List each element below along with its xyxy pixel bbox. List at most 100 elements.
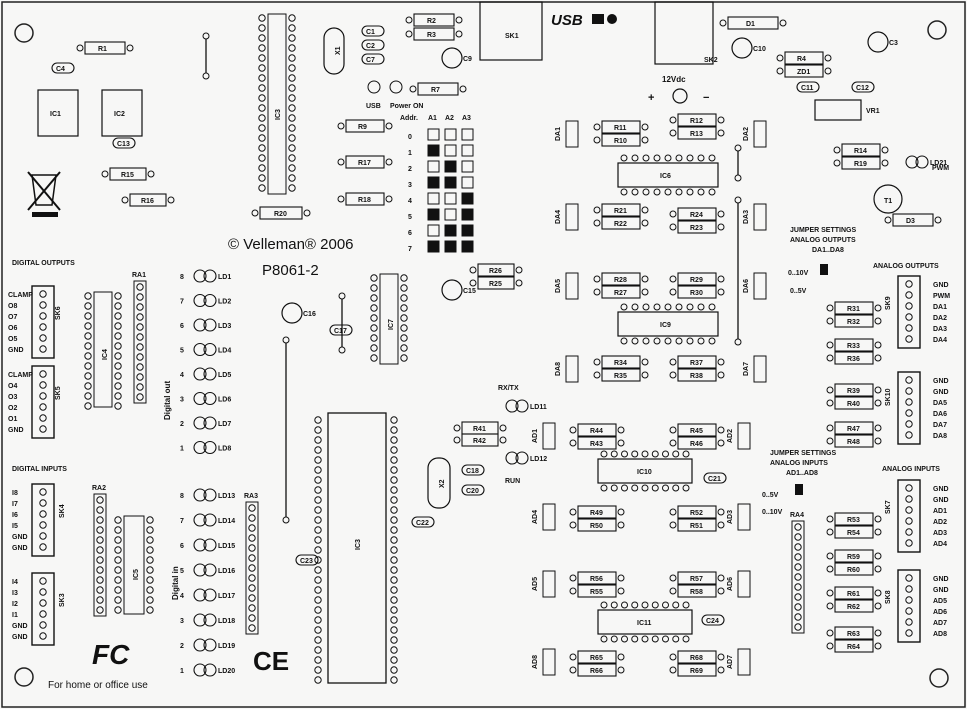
resistor: [834, 314, 874, 328]
resistor-label: R3: [427, 32, 436, 39]
ic-pin: [641, 484, 649, 492]
terminal-pin: [905, 398, 913, 406]
ic-pin: [631, 635, 639, 643]
solder-pad: [669, 574, 677, 582]
ic-pin: [370, 344, 378, 352]
terminal-label: I7: [12, 501, 18, 508]
resistor: [417, 82, 459, 96]
resistor-label: R9: [358, 124, 367, 131]
terminal-block: [31, 483, 55, 557]
resistor-label: R15: [121, 172, 134, 179]
resistor-label: R42: [473, 438, 486, 445]
solder-pad: [337, 158, 345, 166]
solder-pad: [833, 146, 841, 154]
led-label: LD21: [930, 160, 947, 167]
led: [203, 416, 217, 430]
resistor-label: R28: [614, 277, 627, 284]
ic-pin: [136, 353, 144, 361]
resistor: [601, 355, 641, 369]
ic-pin: [682, 450, 690, 458]
resistor: [834, 562, 874, 576]
solder-pad: [385, 122, 393, 130]
solder-pad: [826, 629, 834, 637]
led-number: 3: [180, 618, 184, 625]
address-jumper: [444, 176, 457, 189]
ic-outline: [597, 609, 693, 635]
ic-pin: [390, 556, 398, 564]
usb-plug-icon: [607, 14, 617, 24]
electrolytic-capacitor: [281, 302, 303, 324]
ic-pin: [794, 553, 802, 561]
ic-pin: [697, 303, 705, 311]
address-jumper: [444, 208, 457, 221]
resistor-label: R66: [590, 668, 603, 675]
terminal-pin: [39, 370, 47, 378]
terminal-label: I6: [12, 512, 18, 519]
solder-pad: [147, 170, 155, 178]
led-number: 4: [180, 593, 184, 600]
solder-pad: [669, 587, 677, 595]
led-label: LD3: [218, 323, 231, 330]
solder-pad: [469, 266, 477, 274]
address-row-label: 3: [408, 182, 412, 189]
ic-pin: [675, 154, 683, 162]
range-5v-out: 0..5V: [790, 288, 807, 295]
solder-pad: [734, 196, 742, 204]
resistor: [601, 120, 641, 134]
capacitor-label: C2: [366, 43, 375, 50]
resistor-label: R23: [690, 225, 703, 232]
solder-pad: [669, 521, 677, 529]
resistor: [834, 599, 874, 613]
terminal-pin: [905, 506, 913, 514]
resistor-label: R19: [854, 161, 867, 168]
terminal-pin: [39, 510, 47, 518]
terminal-label: O2: [8, 405, 17, 412]
solder-pad: [826, 399, 834, 407]
terminal-pin: [905, 629, 913, 637]
capacitor-label: C9: [463, 56, 472, 63]
ic-pin: [314, 616, 322, 624]
terminal-pin: [39, 290, 47, 298]
terminal-label: DA6: [933, 411, 947, 418]
led-number: 6: [180, 323, 184, 330]
solder-pad: [779, 19, 787, 27]
capacitor-label: C16: [303, 311, 316, 318]
ic-pin: [258, 104, 266, 112]
ic-pin: [794, 573, 802, 581]
ic-pin: [314, 596, 322, 604]
solder-pad: [455, 16, 463, 24]
ic-pin: [370, 284, 378, 292]
power-label: 12Vdc: [662, 75, 686, 84]
solder-pad: [569, 587, 577, 595]
solder-pad: [303, 209, 311, 217]
capacitor-label: C10: [753, 46, 766, 53]
ic-pin: [248, 514, 256, 522]
led: [193, 588, 207, 602]
led: [193, 513, 207, 527]
resistor: [577, 436, 617, 450]
ic-pin: [390, 636, 398, 644]
resistor: [345, 192, 385, 206]
ic-pin: [664, 337, 672, 345]
address-jumper: [444, 192, 457, 205]
terminal-pin: [905, 607, 913, 615]
pwm-label: PWM: [932, 165, 949, 172]
terminal-name: SK5: [55, 386, 62, 400]
ic-pin: [146, 556, 154, 564]
ic-outline: [379, 273, 399, 365]
led: [203, 488, 217, 502]
ic-pin: [96, 596, 104, 604]
terminal-name: SK3: [59, 593, 66, 607]
led-number: 5: [180, 348, 184, 355]
terminal-label: I1: [12, 612, 18, 619]
terminal-label: O7: [8, 314, 17, 321]
ic-pin: [248, 624, 256, 632]
ic-pin: [314, 426, 322, 434]
resistor-label: R34: [614, 360, 627, 367]
ic-pin: [621, 450, 628, 458]
power-polarity-icon: [672, 88, 688, 104]
ic-pin: [136, 393, 144, 401]
resistor: [677, 207, 717, 221]
solder-pad: [669, 129, 677, 137]
resistor: [259, 206, 303, 220]
